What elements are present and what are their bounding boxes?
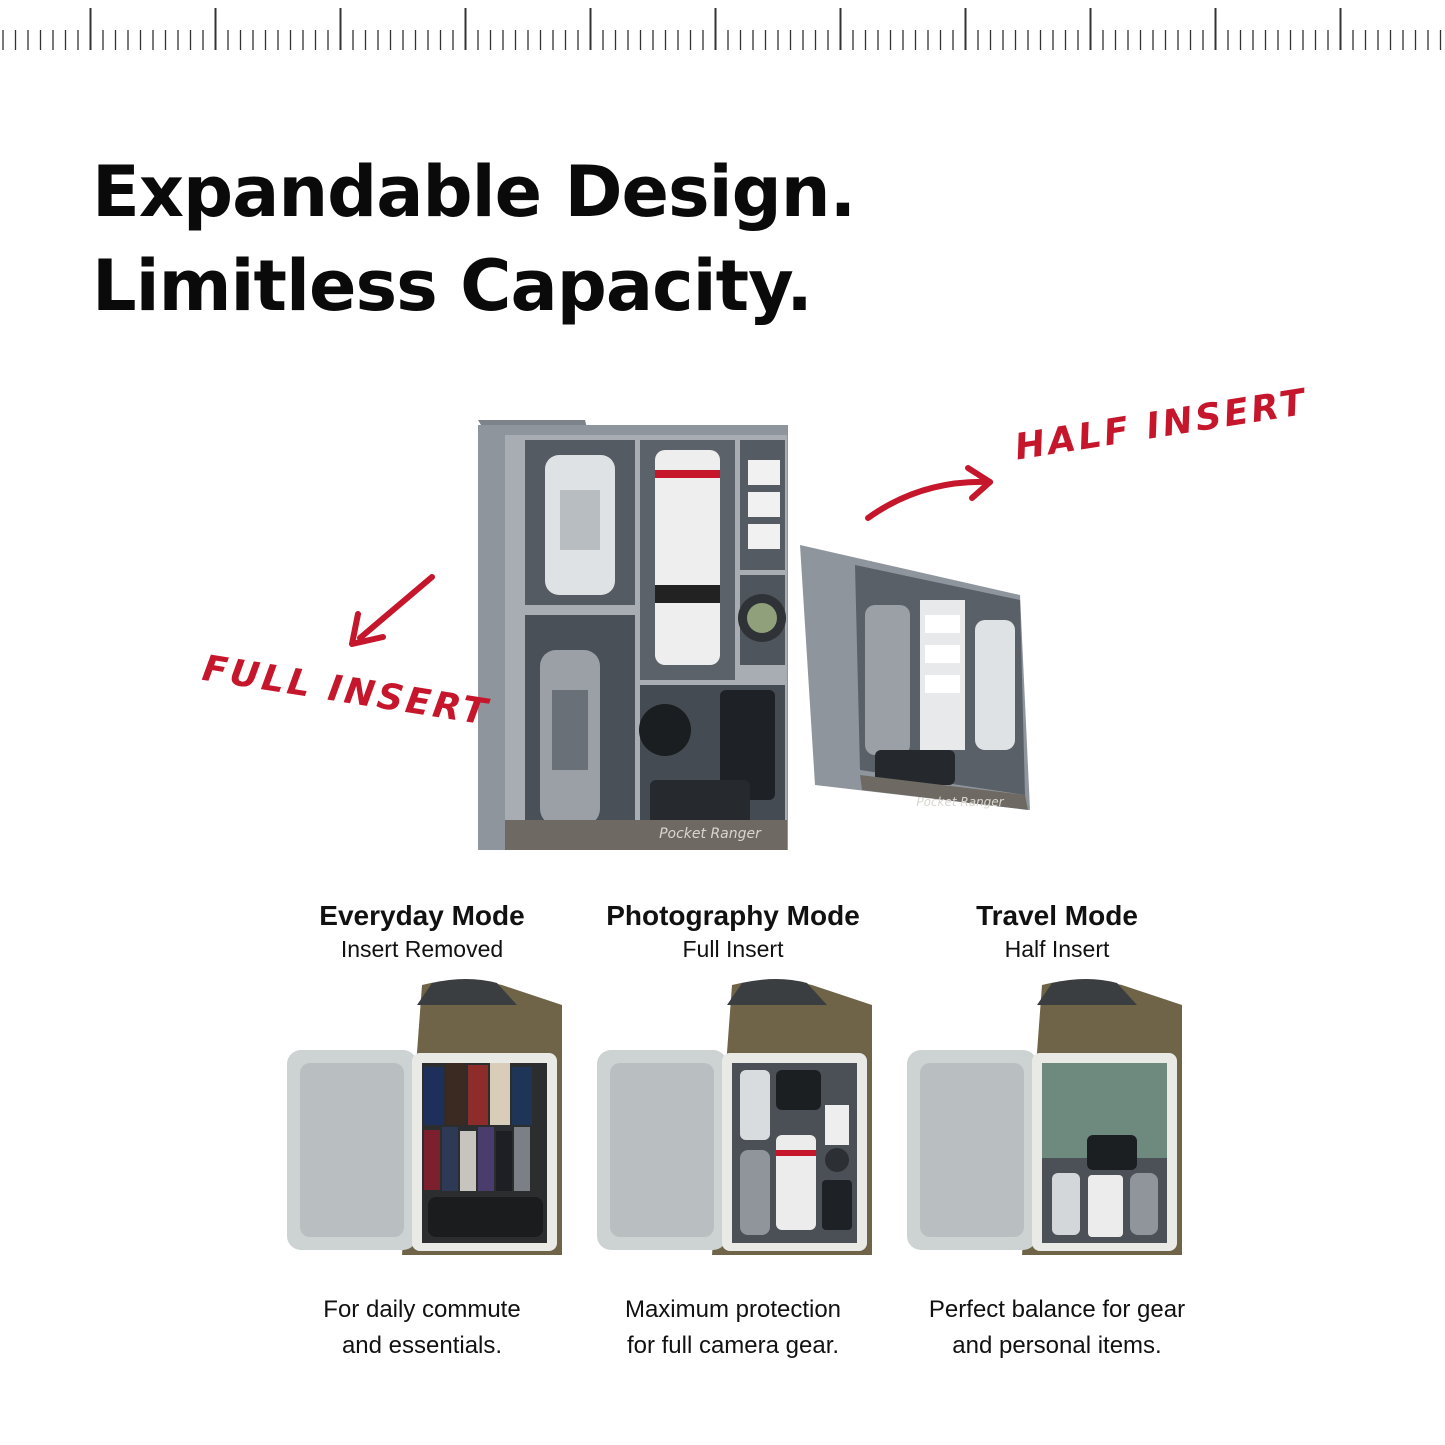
backpack-photography-image — [597, 979, 872, 1255]
description-line: For daily commute — [323, 1296, 521, 1323]
backpack-travel-image — [907, 979, 1182, 1255]
mode-photography: Photography Mode Full Insert — [573, 898, 893, 964]
description-line: and essentials. — [341, 1332, 503, 1359]
mode-title: Everyday Mode — [319, 900, 525, 931]
description-line: Perfect balance for gear — [928, 1296, 1186, 1323]
full-insert-arrow-icon — [357, 574, 435, 641]
description-line: and personal items. — [952, 1332, 1162, 1359]
mode-subtitle: Insert Removed — [340, 936, 504, 962]
mode-travel: Travel Mode Half Insert — [897, 898, 1217, 964]
mode-everyday: Everyday Mode Insert Removed — [262, 898, 582, 964]
headline-line-2: Limitless Capacity. — [92, 245, 813, 327]
full-insert-box: Pocket Ranger — [478, 420, 788, 850]
headline-line-1: Expandable Design. — [92, 151, 856, 233]
mode-subtitle: Full Insert — [682, 936, 784, 962]
half-insert-brand-label: Pocket Ranger — [916, 795, 1004, 809]
mode-subtitle: Half Insert — [1004, 936, 1110, 962]
mode-title: Travel Mode — [976, 900, 1138, 931]
description-line: for full camera gear. — [626, 1332, 840, 1359]
half-insert-arrow-icon — [865, 478, 993, 521]
half-insert-box: Pocket Ranger — [800, 545, 1030, 810]
ruler-strip — [2, 8, 1442, 50]
full-insert-brand-label: Pocket Ranger — [659, 826, 762, 842]
page-title: Expandable Design. Limitless Capacity. — [92, 145, 856, 333]
mode-photography-description: Maximum protection for full camera gear. — [563, 1292, 903, 1364]
description-line: Maximum protection — [624, 1296, 842, 1323]
mode-travel-description: Perfect balance for gear and personal it… — [887, 1292, 1227, 1364]
backpack-everyday-image — [287, 979, 562, 1255]
mode-title: Photography Mode — [606, 900, 860, 931]
mode-everyday-description: For daily commute and essentials. — [252, 1292, 592, 1364]
camera-inserts-illustration: Pocket Ranger Pocket Ranger — [349, 420, 1030, 850]
